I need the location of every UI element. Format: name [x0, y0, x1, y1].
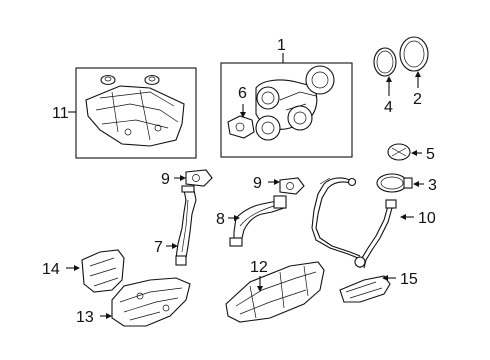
callout-2: 2 — [413, 91, 422, 108]
callout-11: 11 — [52, 105, 69, 122]
gasket-9-left: 9 — [161, 169, 213, 188]
shield-grommet-right — [144, 74, 160, 86]
callout-9-right: 9 — [253, 175, 262, 192]
ring-seal-4: 4 — [373, 47, 397, 116]
heat-shield-14: 14 — [42, 249, 125, 293]
callout-14: 14 — [42, 261, 60, 278]
callout-13: 13 — [76, 309, 94, 326]
callout-12: 12 — [250, 259, 268, 276]
heat-shield-group: 11 — [52, 67, 197, 159]
callout-9-left: 9 — [161, 171, 170, 188]
heat-shield-box — [75, 67, 197, 159]
heat-shield-12: 12 — [225, 259, 325, 323]
heat-shield-part — [85, 85, 185, 147]
callout-3: 3 — [428, 177, 437, 194]
callout-4: 4 — [384, 99, 393, 116]
clamp-5: 5 — [387, 143, 435, 163]
oil-pipe-7: 7 — [154, 185, 197, 266]
callout-6: 6 — [238, 85, 247, 102]
callout-1: 1 — [277, 37, 286, 54]
shield-grommet-left — [100, 74, 116, 86]
heat-shield-13: 13 — [76, 277, 191, 327]
turbocharger-box — [220, 62, 353, 158]
callout-7: 7 — [154, 239, 163, 256]
callout-5: 5 — [426, 146, 435, 163]
ring-seal-2: 2 — [399, 36, 429, 108]
oil-pipe-8: 8 — [216, 195, 287, 247]
gasket-9-right: 9 — [253, 175, 305, 195]
coolant-pipe-10: 10 — [311, 177, 436, 269]
callout-8: 8 — [216, 211, 225, 228]
callout-15: 15 — [400, 271, 418, 288]
turbocharger-group: 1 6 — [220, 37, 353, 158]
callout-10: 10 — [418, 210, 436, 227]
wastegate-actuator-part — [227, 115, 255, 139]
band-clamp-3: 3 — [376, 173, 437, 194]
heat-shield-15: 15 — [339, 271, 418, 303]
turbocharger-part — [255, 65, 335, 141]
